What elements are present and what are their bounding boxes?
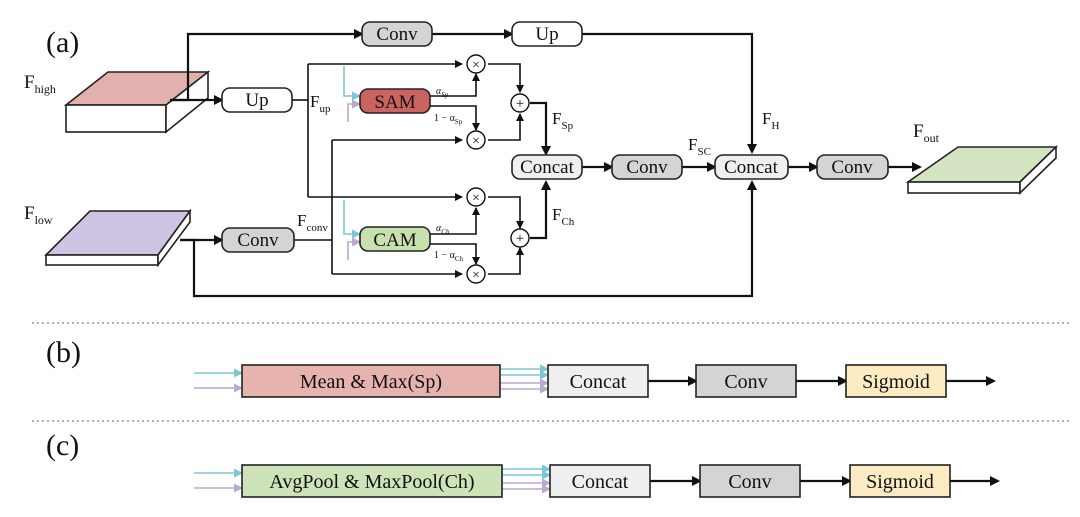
- concat-mid-node: Concat: [511, 154, 583, 180]
- concat-right-label: Concat: [724, 157, 779, 178]
- multiply-op-3: ×: [466, 187, 486, 207]
- feature-block-high: [63, 70, 211, 134]
- b-sigmoid-label: Sigmoid: [862, 371, 930, 393]
- add-op-1: +: [510, 93, 530, 113]
- cam-node: CAM: [359, 226, 431, 252]
- sam-label: SAM: [374, 92, 415, 113]
- c-concat-node: Concat: [549, 464, 651, 498]
- b-concat-node: Concat: [547, 364, 649, 398]
- c-sigmoid-node: Sigmoid: [849, 464, 951, 498]
- wires-c: [194, 464, 1000, 494]
- svg-text:×: ×: [472, 191, 480, 206]
- add-op-2: +: [510, 228, 530, 248]
- panel-b-label: (b): [46, 336, 81, 369]
- label-f-sc: FSC: [688, 135, 711, 158]
- wires-b: [194, 364, 996, 394]
- svg-text:+: +: [516, 96, 524, 112]
- up-mid-label: Up: [245, 90, 268, 111]
- label-one-minus-alpha-sp: 1 − αSp: [434, 113, 463, 126]
- label-f-high: Fhigh: [24, 72, 56, 96]
- c-conv-label: Conv: [728, 471, 771, 493]
- label-f-sp: FSp: [552, 109, 574, 132]
- svg-text:×: ×: [472, 268, 480, 283]
- cam-label: CAM: [373, 230, 416, 251]
- svg-text:×: ×: [472, 58, 480, 73]
- conv-mid-label: Conv: [626, 157, 668, 178]
- b-pool-label: Mean & Max(Sp): [300, 371, 442, 393]
- conv-right-label: Conv: [831, 157, 873, 178]
- label-f-h: FH: [762, 109, 779, 132]
- label-f-low: Flow: [24, 203, 53, 227]
- up-top-label: Up: [535, 24, 558, 45]
- sam-node: SAM: [359, 88, 431, 114]
- feature-block-out: [905, 145, 1058, 195]
- c-sigmoid-label: Sigmoid: [866, 471, 934, 493]
- up-top-node: Up: [511, 21, 583, 47]
- concat-right-node: Concat: [714, 154, 789, 180]
- multiply-op-1: ×: [466, 54, 486, 74]
- conv-mid-node: Conv: [611, 154, 683, 180]
- multiply-op-2: ×: [466, 130, 486, 150]
- conv-low-label: Conv: [237, 230, 279, 251]
- conv-right-node: Conv: [816, 154, 889, 180]
- multiply-op-4: ×: [466, 264, 486, 284]
- label-one-minus-alpha-ch: 1 − αCh: [434, 250, 464, 263]
- panel-c-label: (c): [46, 429, 79, 462]
- c-pool-node: AvgPool & MaxPool(Ch): [241, 464, 503, 498]
- b-pool-node: Mean & Max(Sp): [241, 364, 501, 398]
- c-pool-label: AvgPool & MaxPool(Ch): [269, 471, 474, 493]
- c-conv-node: Conv: [699, 464, 801, 498]
- c-concat-label: Concat: [572, 471, 629, 493]
- conv-top-node: Conv: [361, 21, 433, 47]
- feature-block-low: [44, 208, 192, 268]
- b-concat-label: Concat: [570, 371, 627, 393]
- b-conv-label: Conv: [724, 371, 767, 393]
- b-conv-node: Conv: [695, 364, 797, 398]
- label-f-out: Fout: [913, 121, 940, 145]
- label-alpha-ch: αCh: [436, 223, 450, 236]
- conv-low-node: Conv: [221, 227, 295, 253]
- concat-mid-label: Concat: [520, 157, 575, 178]
- panel-a-label: (a): [46, 26, 79, 59]
- conv-top-label: Conv: [376, 24, 418, 45]
- label-f-ch: FCh: [552, 205, 575, 228]
- label-f-up: Fup: [310, 92, 331, 115]
- svg-text:+: +: [516, 231, 524, 247]
- label-f-conv: Fconv: [297, 211, 328, 234]
- up-mid-node: Up: [221, 87, 293, 113]
- wires-a: [170, 29, 922, 298]
- b-sigmoid-node: Sigmoid: [845, 364, 947, 398]
- label-alpha-sp: αSp: [436, 86, 449, 99]
- svg-text:×: ×: [472, 134, 480, 149]
